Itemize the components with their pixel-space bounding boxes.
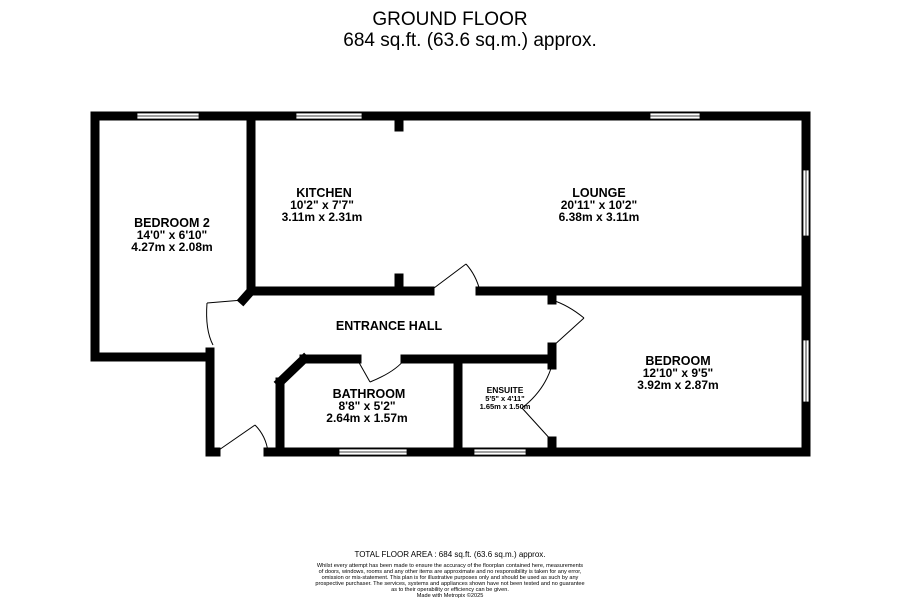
room-label-bathroom: BATHROOM 8'8" x 5'2" 2.64m x 1.57m	[326, 387, 407, 425]
room-label-lounge: LOUNGE 20'11" x 10'2" 6.38m x 3.11m	[559, 186, 640, 224]
bedroom2-imperial: 14'0" x 6'10"	[137, 228, 207, 242]
room-label-entrance-hall: ENTRANCE HALL	[336, 319, 443, 333]
window-lounge-right	[802, 169, 810, 237]
window-ensuite	[473, 448, 527, 456]
doors	[206, 263, 585, 453]
ensuite-metric: 1.65m x 1.50m	[480, 402, 531, 411]
wall-corner-bedroom2	[236, 265, 256, 307]
bathroom-metric: 2.64m x 1.57m	[326, 411, 407, 425]
bedroom-imperial: 12'10" x 9'5"	[643, 366, 713, 380]
window-bathroom	[338, 448, 408, 456]
bedroom2-metric: 4.27m x 2.08m	[131, 240, 212, 254]
entrance-hall-name: ENTRANCE HALL	[336, 319, 443, 333]
door-bathroom	[356, 358, 406, 383]
total-floor-area: TOTAL FLOOR AREA : 684 sq.ft. (63.6 sq.m…	[354, 550, 546, 559]
kitchen-metric: 3.11m x 2.31m	[282, 210, 363, 224]
bathroom-name: BATHROOM	[333, 387, 406, 401]
disclaimer-line: as to their operability or efficiency ca…	[391, 587, 509, 593]
bedroom-metric: 3.92m x 2.87m	[637, 378, 718, 392]
windows	[136, 112, 810, 456]
window-bedroom-right	[802, 339, 810, 403]
lounge-imperial: 20'11" x 10'2"	[561, 198, 637, 212]
kitchen-name: KITCHEN	[296, 186, 352, 200]
room-label-kitchen: KITCHEN 10'2" x 7'7" 3.11m x 2.31m	[282, 186, 363, 224]
room-label-bedroom2: BEDROOM 2 14'0" x 6'10" 4.27m x 2.08m	[131, 216, 212, 254]
bedroom-name: BEDROOM	[645, 354, 710, 368]
bedroom2-corner-wall	[236, 265, 256, 307]
window-lounge-top	[649, 112, 701, 120]
door-bedroom	[551, 299, 585, 348]
walls	[90, 111, 811, 457]
lounge-name: LOUNGE	[572, 186, 625, 200]
door-kitchen-lounge	[429, 263, 481, 292]
window-kitchen	[295, 112, 363, 120]
room-label-ensuite: ENSUITE 5'5" x 4'11" 1.65m x 1.50m	[480, 385, 531, 411]
disclaimer-line: Whilst every attempt has been made to en…	[316, 563, 584, 569]
window-bedroom2	[136, 112, 200, 120]
disclaimer-line: of doors, windows, rooms and any other i…	[318, 569, 582, 575]
disclaimer-line: prospective purchaser. The services, sys…	[315, 581, 585, 587]
kitchen-imperial: 10'2" x 7'7"	[290, 198, 354, 212]
floor-title: GROUND FLOOR	[372, 9, 528, 30]
ensuite-imperial: 5'5" x 4'11"	[485, 394, 525, 403]
floor-area: 684 sq.ft. (63.6 sq.m.) approx.	[343, 30, 597, 51]
ensuite-name: ENSUITE	[487, 385, 524, 395]
lounge-metric: 6.38m x 3.11m	[559, 210, 640, 224]
door-ensuite	[521, 364, 553, 442]
disclaimer-line: omission or mis-statement. This plan is …	[321, 575, 579, 581]
door-entrance	[215, 424, 269, 453]
bedroom2-name: BEDROOM 2	[134, 216, 210, 230]
bathroom-imperial: 8'8" x 5'2"	[338, 399, 395, 413]
room-label-bedroom: BEDROOM 12'10" x 9'5" 3.92m x 2.87m	[637, 354, 718, 392]
made-with-credit: Made with Metropix ©2025	[416, 593, 484, 599]
door-bedroom2	[206, 299, 244, 346]
